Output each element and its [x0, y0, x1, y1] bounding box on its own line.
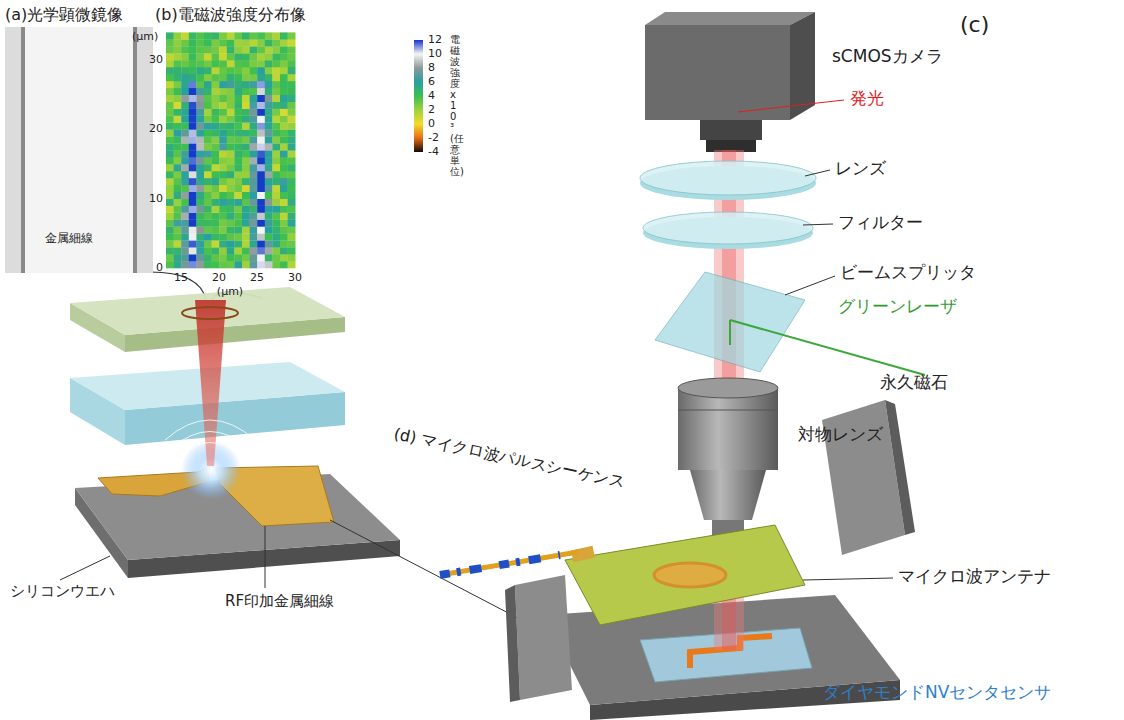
image-label: 金属細線 — [45, 231, 93, 245]
part-name: 発光 — [850, 88, 884, 108]
colorbar-title: 電磁波強度x10³(任意単位) — [450, 34, 460, 177]
panel-heading: (b)電磁波強度分布像 — [155, 5, 306, 24]
axis-tick: 20 — [212, 271, 226, 284]
part-name: グリーンレーザ — [838, 296, 957, 316]
colorbar-tick: 12 — [428, 33, 442, 46]
axis-tick: 15 — [174, 271, 188, 284]
part-name: レンズ — [835, 158, 886, 178]
part-name: フィルター — [838, 212, 923, 232]
colorbar-tick: 10 — [428, 47, 442, 60]
part-name: 対物レンズ — [798, 424, 883, 444]
part-name: sCMOSカメラ — [832, 46, 943, 66]
axis-tick: 25 — [250, 271, 264, 284]
axis-tick: 10 — [149, 192, 163, 205]
image-panel: (a)光学顕微鏡像金属細線 — [5, 5, 153, 273]
part-name: ビームスプリッタ — [840, 262, 976, 282]
axis-tick: 30 — [149, 53, 163, 66]
part-name: 永久磁石 — [880, 372, 948, 392]
chart-panel: (b)電磁波強度分布像 — [153, 5, 323, 27]
part-name: ダイヤモンドNVセンタセンサ — [823, 682, 1051, 702]
colorbar-tick: -4 — [428, 145, 439, 158]
colorbar-tick: -2 — [428, 131, 439, 144]
colorbar-tick: 0 — [428, 117, 435, 130]
colorbar-tick: 6 — [428, 75, 435, 88]
colorbar-tick: 4 — [428, 89, 435, 102]
panel-heading: (a)光学顕微鏡像 — [5, 5, 123, 24]
axis-unit: (μm) — [217, 285, 243, 298]
part-name: シリコンウエハ — [10, 582, 115, 600]
axis-tick: 30 — [288, 271, 302, 284]
colorbar-tick: 2 — [428, 103, 435, 116]
colorbar-tick: 8 — [428, 61, 435, 74]
axis-tick: 20 — [149, 122, 163, 135]
part-name: RF印加金属細線 — [225, 592, 334, 610]
axis-unit: (μm) — [132, 30, 158, 43]
part-name: (d) マイクロ波パルスシーケンス — [392, 424, 627, 492]
panel-letter: (c) — [960, 12, 989, 38]
axis-tick: 0 — [156, 261, 163, 274]
part-name: マイクロ波アンテナ — [898, 566, 1051, 586]
